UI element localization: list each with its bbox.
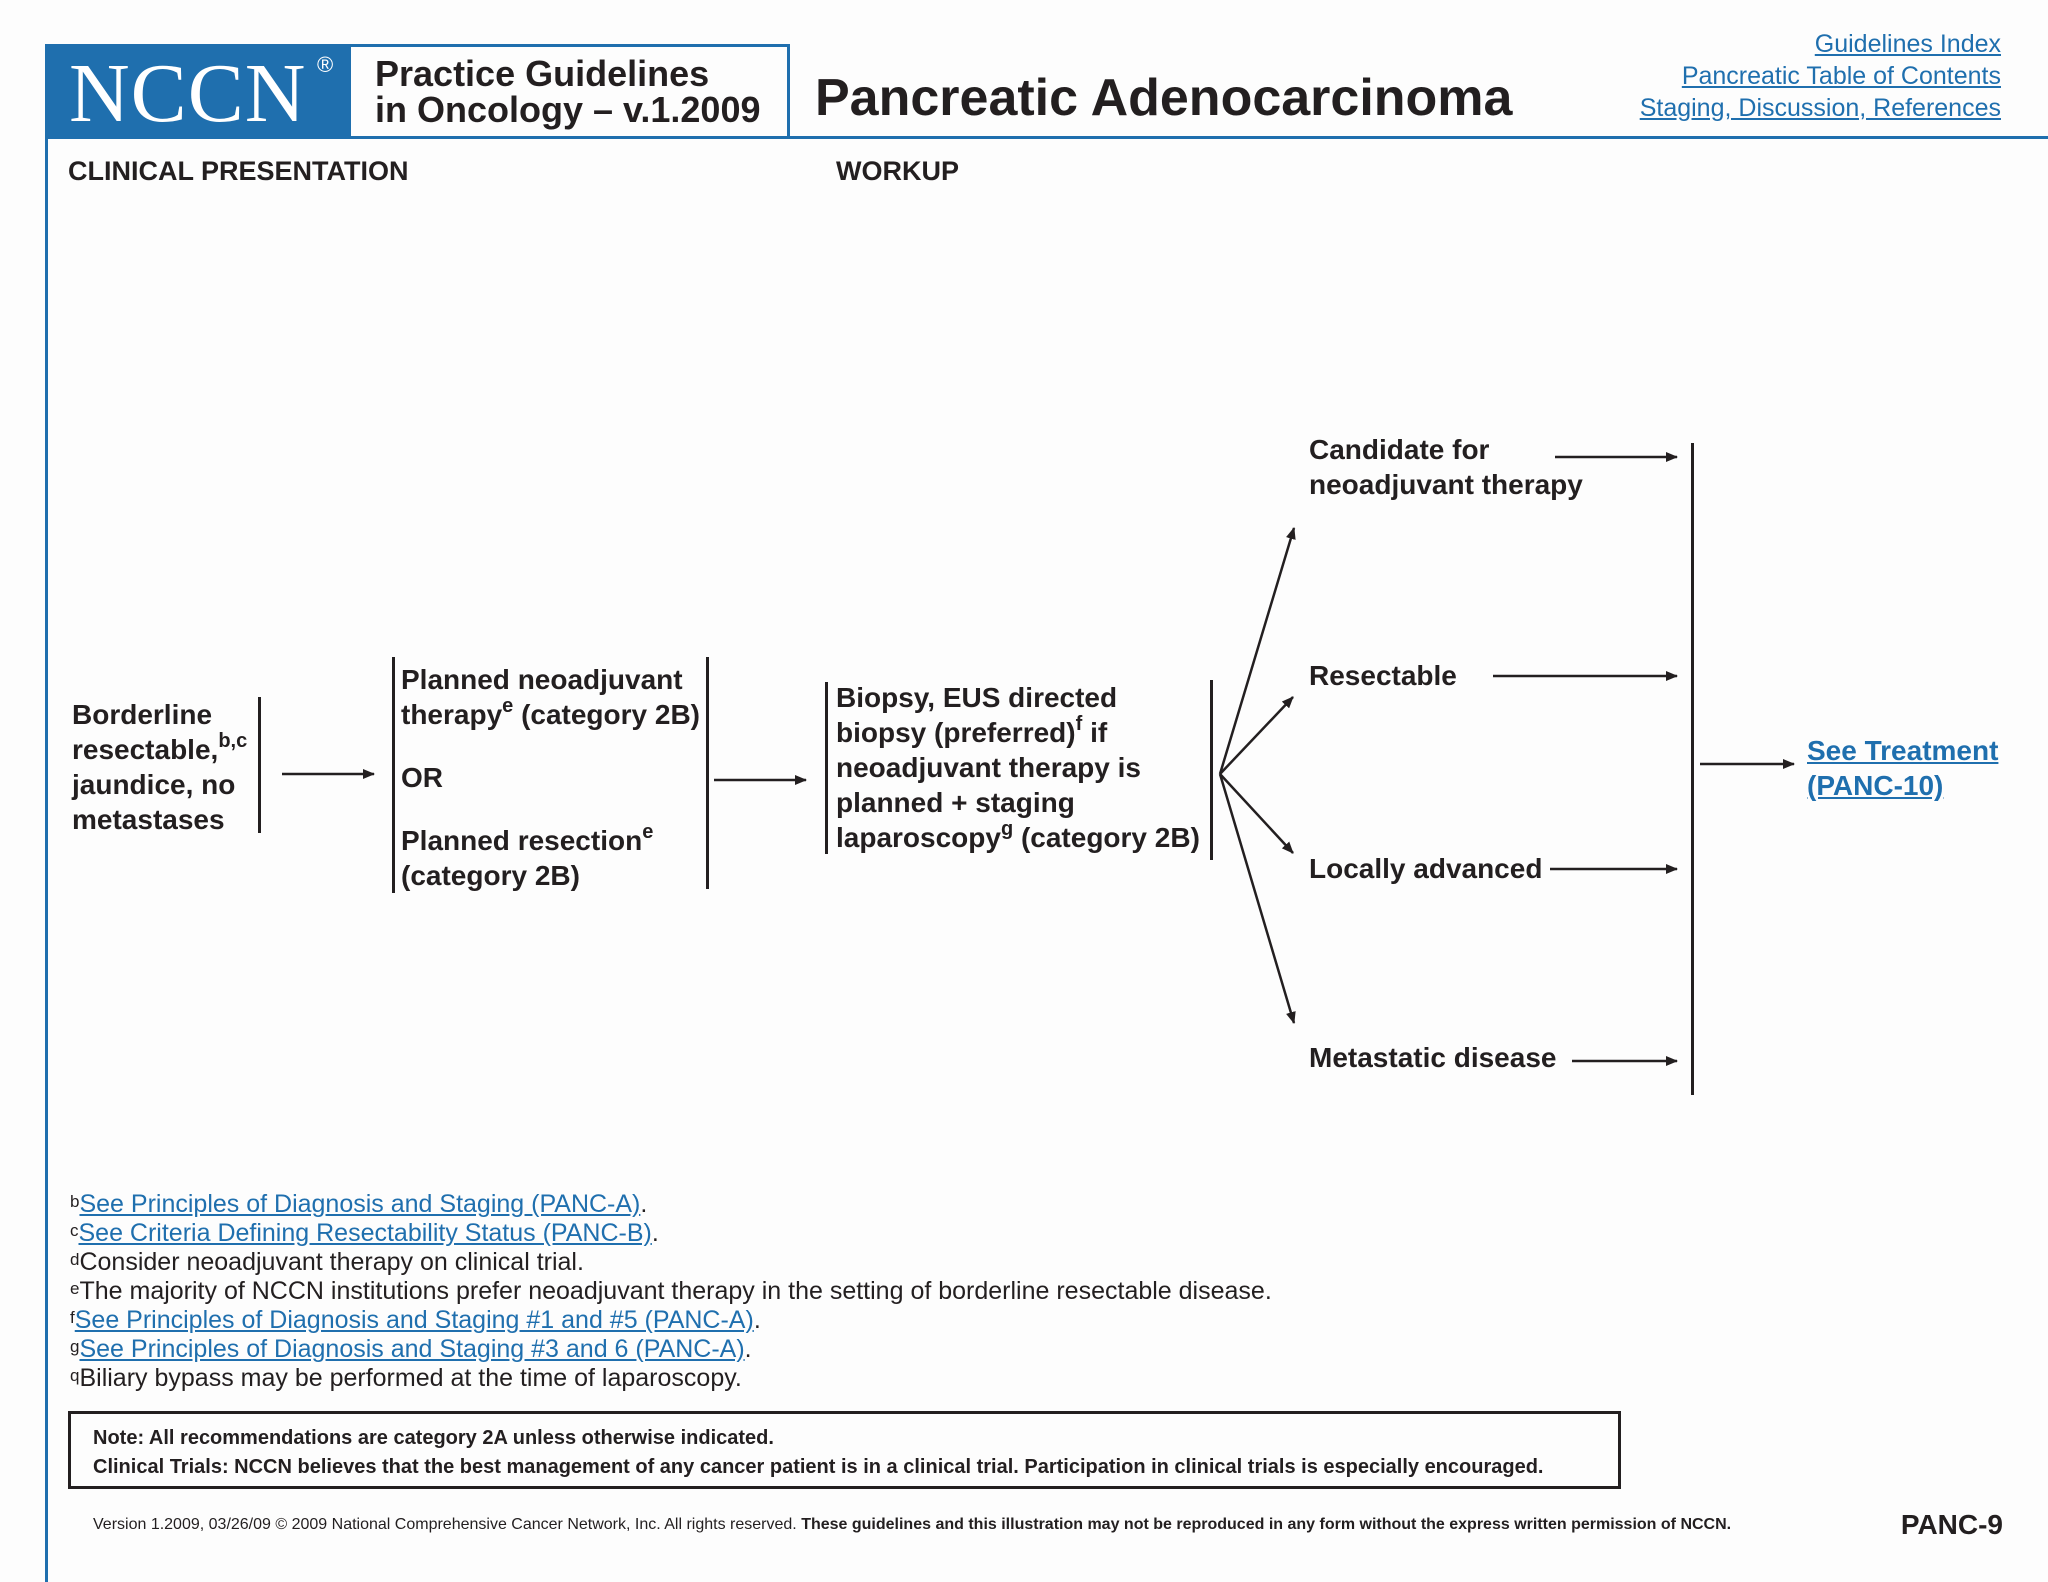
section-workup: WORKUP <box>836 156 959 186</box>
footnote-e: eThe majority of NCCN institutions prefe… <box>70 1277 1272 1306</box>
footnote-link[interactable]: See Principles of Diagnosis and Staging … <box>79 1335 745 1363</box>
note-box: Note: All recommendations are category 2… <box>68 1411 1621 1489</box>
see-treatment-line-1[interactable]: See Treatment <box>1807 735 1999 766</box>
workup-bracket-right <box>1210 680 1213 860</box>
footnote-mark: c <box>70 1221 79 1240</box>
footnote-ref-e-2: e <box>642 820 654 843</box>
plan-line-1: Planned neoadjuvant <box>401 664 683 695</box>
footnote-text: . <box>651 1219 659 1247</box>
footnote-mark: g <box>70 1337 80 1356</box>
workup-line-2: biopsy (preferred) <box>836 717 1076 748</box>
arrow-to-locally-advanced <box>1219 773 1294 854</box>
left-margin-rule <box>45 44 48 1582</box>
node-candidate-neoadjuvant: Candidate for neoadjuvant therapy <box>1309 432 1583 502</box>
footnote-text: . <box>744 1335 752 1363</box>
node-workup-biopsy: Biopsy, EUS directed biopsy (preferred)f… <box>836 680 1200 855</box>
footnote-c: cSee Criteria Defining Resectability Sta… <box>70 1219 1272 1248</box>
arrow-to-candidate <box>1218 527 1296 775</box>
footnote-mark: f <box>70 1308 75 1327</box>
nav-guidelines-index[interactable]: Guidelines Index <box>1814 30 2001 58</box>
footnote-mark: q <box>70 1366 80 1385</box>
presentation-line-1: Borderline <box>72 699 213 730</box>
footnote-ref-f: f <box>1075 712 1083 735</box>
outcomes-bracket <box>1691 443 1694 1095</box>
footnote-g: gSee Principles of Diagnosis and Staging… <box>70 1335 1272 1364</box>
see-treatment-link[interactable]: See Treatment (PANC-10) <box>1807 733 1998 803</box>
plan-line-2: therapy <box>401 699 503 730</box>
guidelines-line-1: Practice Guidelines <box>375 53 710 94</box>
footnote-link[interactable]: See Principles of Diagnosis and Staging … <box>79 1190 641 1218</box>
workup-line-3: neoadjuvant therapy is <box>836 752 1141 783</box>
footnote-f: fSee Principles of Diagnosis and Staging… <box>70 1306 1272 1335</box>
see-treatment-line-2[interactable]: (PANC-10) <box>1807 770 1944 801</box>
footnote-q: qBiliary bypass may be performed at the … <box>70 1364 1272 1393</box>
candidate-line-2: neoadjuvant therapy <box>1309 469 1583 500</box>
footnote-link[interactable]: See Principles of Diagnosis and Staging … <box>74 1306 754 1334</box>
plan-or: OR <box>401 762 443 793</box>
node-metastatic-disease: Metastatic disease <box>1309 1042 1557 1073</box>
footnote-text: Consider neoadjuvant therapy on clinical… <box>79 1248 584 1276</box>
footnote-link[interactable]: See Criteria Defining Resectability Stat… <box>78 1219 652 1247</box>
presentation-line-4: metastases <box>72 804 225 835</box>
nav-table-of-contents[interactable]: Pancreatic Table of Contents <box>1681 62 2001 90</box>
nav-staging-discussion-references[interactable]: Staging, Discussion, References <box>1639 94 2001 122</box>
node-locally-advanced: Locally advanced <box>1309 853 1543 884</box>
presentation-line-2: resectable, <box>72 734 219 765</box>
page-title: Pancreatic Adenocarcinoma <box>815 69 1513 127</box>
presentation-bracket <box>258 697 261 833</box>
footnotes: bSee Principles of Diagnosis and Staging… <box>70 1190 1272 1393</box>
plan-bracket-right <box>706 657 709 889</box>
footnote-mark: d <box>70 1250 80 1269</box>
nccn-logo: NCCN ® <box>45 44 351 140</box>
node-treatment-plan: Planned neoadjuvant therapye (category 2… <box>401 662 700 893</box>
version-text: Version 1.2009, 03/26/09 © 2009 National… <box>93 1516 797 1533</box>
arrow-to-metastatic <box>1218 773 1296 1024</box>
guidelines-line-2: in Oncology – v.1.2009 <box>375 89 761 130</box>
note-line-2: Clinical Trials: NCCN believes that the … <box>93 1456 1544 1478</box>
registered-mark: ® <box>317 52 335 77</box>
footnote-text: Biliary bypass may be performed at the t… <box>79 1364 742 1392</box>
workup-line-5: laparoscopy <box>836 822 1001 853</box>
workup-bracket-left <box>825 682 828 854</box>
workup-line-4: planned + staging <box>836 787 1075 818</box>
section-clinical-presentation: CLINICAL PRESENTATION <box>68 156 409 186</box>
footnote-mark: b <box>70 1192 80 1211</box>
logo-text: NCCN <box>69 47 307 140</box>
footnote-mark: e <box>70 1279 80 1298</box>
plan-line-3: Planned resection <box>401 825 643 856</box>
candidate-line-1: Candidate for <box>1309 434 1490 465</box>
footnote-ref-e: e <box>502 694 514 717</box>
workup-line-5-category: (category 2B) <box>1020 822 1200 853</box>
note-line-1: Note: All recommendations are category 2… <box>93 1427 774 1449</box>
plan-line-2-category: (category 2B) <box>521 699 700 730</box>
guidelines-version: Practice Guidelines in Oncology – v.1.20… <box>375 56 761 128</box>
nav-links: Guidelines Index Pancreatic Table of Con… <box>1640 28 2001 124</box>
version-footer: Version 1.2009, 03/26/09 © 2009 National… <box>93 1515 1731 1535</box>
footnote-b: bSee Principles of Diagnosis and Staging… <box>70 1190 1272 1219</box>
page-id: PANC-9 <box>1900 1509 2003 1540</box>
plan-bracket-left <box>392 657 395 893</box>
node-borderline-resectable: Borderline resectable,b,c jaundice, no m… <box>72 697 247 837</box>
workup-line-1: Biopsy, EUS directed <box>836 682 1118 713</box>
arrow-to-resectable <box>1219 696 1294 775</box>
footnote-d: dConsider neoadjuvant therapy on clinica… <box>70 1248 1272 1277</box>
footnote-text: The majority of NCCN institutions prefer… <box>79 1277 1272 1305</box>
footnote-text: . <box>753 1306 761 1334</box>
footnote-ref-bc: b,c <box>218 729 248 752</box>
header-rule <box>45 136 2048 139</box>
node-resectable: Resectable <box>1309 660 1457 691</box>
footnote-text: . <box>640 1190 648 1218</box>
rights-text: These guidelines and this illustration m… <box>801 1516 1732 1533</box>
plan-line-4: (category 2B) <box>401 860 580 891</box>
footnote-ref-g: g <box>1000 817 1014 840</box>
workup-line-2-tail: if <box>1090 717 1108 748</box>
presentation-line-3: jaundice, no <box>72 769 236 800</box>
